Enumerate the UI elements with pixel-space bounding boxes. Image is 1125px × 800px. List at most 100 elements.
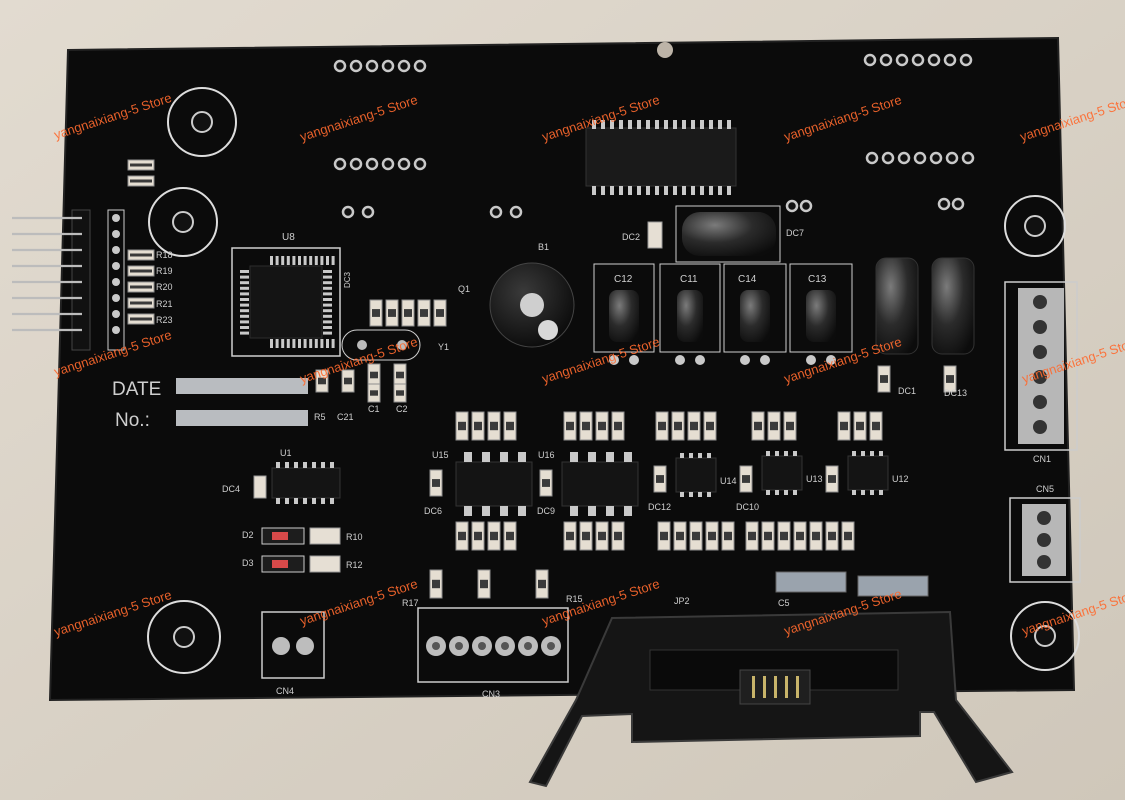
resistor-body bbox=[388, 309, 396, 317]
via bbox=[865, 151, 879, 165]
header-pad bbox=[112, 310, 120, 318]
chip-pin bbox=[700, 120, 704, 129]
chip-pin bbox=[655, 120, 659, 129]
chip-pin bbox=[298, 339, 301, 348]
resistor-body bbox=[490, 531, 498, 541]
resistor-body bbox=[598, 531, 606, 541]
chip-pin bbox=[321, 462, 325, 468]
chip-pin bbox=[285, 498, 289, 504]
connector-pin bbox=[763, 676, 766, 698]
resistor-body bbox=[130, 317, 152, 321]
label-dc13: DC13 bbox=[944, 388, 967, 398]
chip-pin bbox=[292, 339, 296, 348]
connector-pin bbox=[1033, 420, 1047, 434]
capacitor-outline bbox=[723, 263, 787, 353]
resistor-body bbox=[130, 285, 152, 289]
label-u1: U1 bbox=[280, 448, 292, 458]
chip-pin bbox=[240, 275, 249, 279]
chip-pin bbox=[303, 256, 307, 265]
capacitor bbox=[677, 290, 703, 342]
chip-pin bbox=[727, 186, 731, 195]
resistor-body bbox=[130, 253, 152, 257]
header-pad bbox=[112, 214, 120, 222]
chip-pin bbox=[718, 120, 722, 129]
chip-pin bbox=[793, 451, 797, 456]
via bbox=[413, 157, 427, 171]
capacitor bbox=[740, 290, 770, 342]
label-dc1: DC1 bbox=[898, 386, 916, 396]
label-r5: R5 bbox=[314, 412, 326, 422]
resistor-body bbox=[676, 531, 684, 541]
chip-pin bbox=[619, 120, 623, 129]
so8-chips: U14 U13 U12 DC12 DC10 bbox=[648, 451, 909, 512]
chip-pin bbox=[312, 462, 316, 468]
resistor-body bbox=[660, 531, 668, 541]
resistor-body bbox=[614, 421, 622, 431]
resistor-body bbox=[318, 377, 326, 385]
label-jp2: JP2 bbox=[674, 596, 690, 606]
via bbox=[413, 59, 427, 73]
chip-pin bbox=[691, 120, 695, 129]
header-pad bbox=[112, 262, 120, 270]
connector-pin bbox=[1033, 370, 1047, 384]
resistor-body bbox=[506, 531, 514, 541]
chip-pin bbox=[240, 331, 249, 335]
via bbox=[341, 205, 355, 219]
resistor-body bbox=[812, 531, 820, 541]
connector-pin bbox=[1033, 345, 1047, 359]
chip-pin bbox=[323, 314, 332, 318]
label-y1: Y1 bbox=[438, 342, 449, 352]
chip-pin bbox=[691, 186, 695, 195]
chip-pin bbox=[275, 256, 279, 265]
chip-pin bbox=[323, 286, 332, 290]
chip-pin bbox=[285, 462, 289, 468]
chip-pin bbox=[601, 120, 605, 129]
chip-pin bbox=[321, 498, 325, 504]
connector-pin bbox=[1033, 295, 1047, 309]
label-r10: R10 bbox=[346, 532, 363, 542]
chip-pin bbox=[240, 314, 249, 318]
chip-pin bbox=[592, 186, 596, 195]
label-b1: B1 bbox=[538, 242, 549, 252]
capacitor-pad bbox=[629, 355, 639, 365]
header-pad bbox=[112, 326, 120, 334]
resistor-body bbox=[432, 579, 440, 589]
large-capacitor bbox=[875, 257, 919, 355]
label-date: DATE bbox=[112, 379, 161, 400]
chip-pin bbox=[673, 186, 677, 195]
label-c11: C11 bbox=[680, 274, 698, 285]
chip-pin bbox=[500, 506, 508, 516]
connector-pin bbox=[785, 676, 788, 698]
resistor-body bbox=[404, 309, 412, 317]
header-pad bbox=[112, 294, 120, 302]
resistor-body bbox=[706, 421, 714, 431]
header-pad bbox=[112, 246, 120, 254]
connector-pin bbox=[796, 676, 799, 698]
resistor-body bbox=[690, 421, 698, 431]
connector-cn1: CN1 bbox=[1004, 281, 1078, 464]
chip-pin bbox=[286, 339, 290, 348]
label-r17: R17 bbox=[402, 598, 419, 608]
chip-pin bbox=[294, 498, 298, 504]
resistor-body bbox=[458, 421, 466, 431]
label-dc6: DC6 bbox=[424, 506, 442, 516]
chip-pin bbox=[870, 490, 874, 495]
chip-pin bbox=[286, 256, 290, 265]
via bbox=[381, 59, 395, 73]
header-pad bbox=[112, 230, 120, 238]
chip-pin bbox=[276, 462, 280, 468]
resistor-body bbox=[130, 269, 152, 273]
resistor-grid bbox=[429, 365, 957, 599]
label-r15: R15 bbox=[566, 594, 583, 604]
via bbox=[333, 59, 347, 73]
resistor-body bbox=[370, 390, 378, 396]
connector-cn3: CN3 R17 R15 bbox=[402, 594, 583, 699]
qfp-chip-u8: U8 bbox=[231, 232, 341, 357]
connector-hole bbox=[524, 642, 532, 650]
resistor-body bbox=[582, 421, 590, 431]
resistor-body bbox=[396, 371, 404, 379]
label-r23: R23 bbox=[156, 315, 173, 325]
label-dc7: DC7 bbox=[786, 228, 804, 238]
resistor-body bbox=[770, 421, 778, 431]
